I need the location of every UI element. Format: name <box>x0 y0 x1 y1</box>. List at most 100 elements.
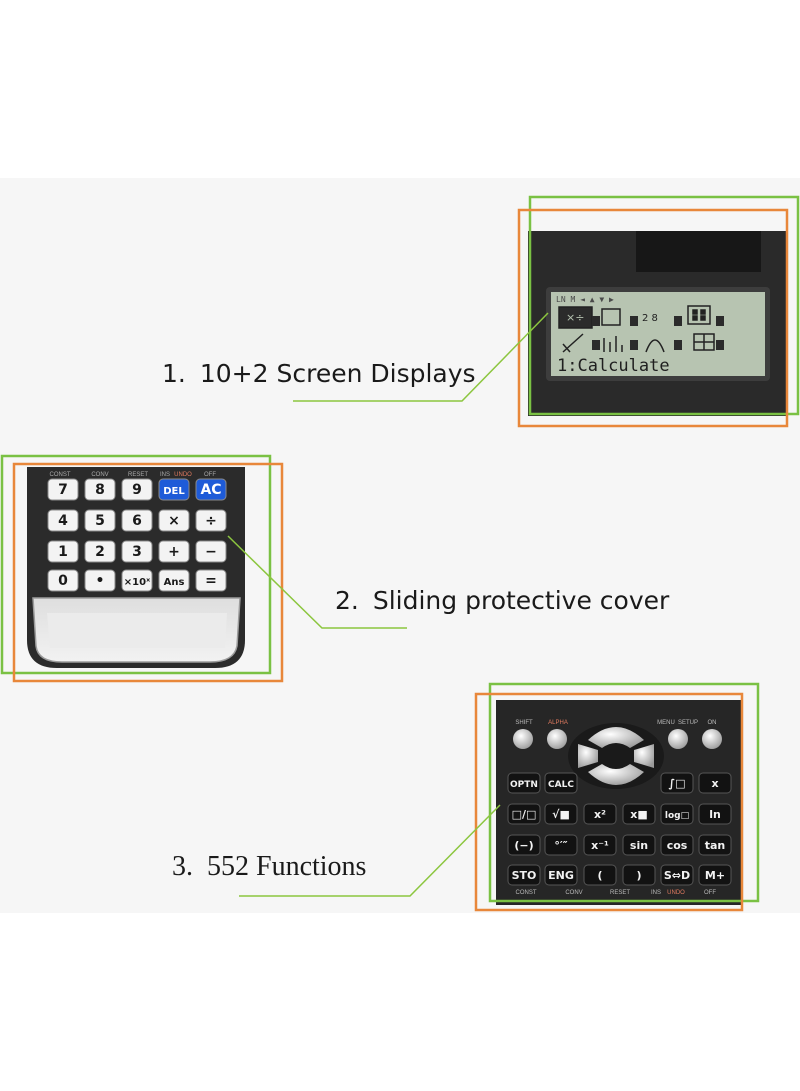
function-top-label: SHIFT <box>515 720 533 726</box>
cover-key-label: 8 <box>95 482 105 498</box>
function-key-label: ln <box>709 808 721 821</box>
cover-key <box>121 478 153 501</box>
feature-text: 10+2 Screen Displays <box>199 359 476 388</box>
function-bottom-label: INS <box>651 890 661 896</box>
cover-key <box>47 478 79 501</box>
cover-key-label: + <box>168 544 180 560</box>
cover-callout-line <box>227 535 407 629</box>
cover-key-label: × <box>168 513 180 529</box>
cover-key <box>195 509 227 532</box>
cover-key <box>121 509 153 532</box>
cover-key-label: 9 <box>132 482 142 498</box>
lcd-small-badges <box>592 316 724 350</box>
function-key <box>544 772 578 794</box>
function-key-label: °′″ <box>554 839 567 852</box>
screen-callout-line <box>293 312 549 402</box>
feature-number: 3. <box>172 851 193 882</box>
function-key <box>660 864 694 886</box>
function-top-label: ALPHA <box>548 720 568 726</box>
function-key <box>507 864 541 886</box>
feature-text: 552 Functions <box>207 851 367 882</box>
function-key-label: x <box>711 777 718 790</box>
function-key-label: ( <box>597 869 602 882</box>
cover-key-label: DEL <box>163 486 185 497</box>
function-key <box>698 864 732 886</box>
cover-key-label: ×10ˣ <box>124 577 151 588</box>
cover-key-label: 6 <box>132 513 142 529</box>
cover-key <box>47 569 79 592</box>
cover-top-label: INS <box>160 472 170 478</box>
cover-key-label: 3 <box>132 544 142 560</box>
cover-key <box>195 540 227 563</box>
dpad <box>568 723 664 789</box>
function-bottom-label: UNDO <box>667 890 685 896</box>
dpad-right-icon <box>634 744 654 768</box>
function-bottom-labels: CONST CONV RESET INS UNDO OFF <box>516 890 717 896</box>
function-key-label: M+ <box>705 869 725 882</box>
function-key <box>544 834 578 856</box>
function-round-buttons <box>513 729 722 749</box>
cover-key <box>195 569 227 592</box>
cover-key <box>158 569 190 592</box>
function-key <box>698 834 732 856</box>
function-key <box>660 834 694 856</box>
lcd-screen <box>551 292 765 376</box>
cover-key <box>158 478 190 501</box>
function-key <box>622 864 656 886</box>
cover-top-label: RESET <box>128 472 148 478</box>
feature-number: 2. <box>335 586 359 615</box>
cover-key <box>84 540 116 563</box>
function-key <box>583 803 617 825</box>
screen-photo: LN M ◄ ▲ ▼ ▶ ×÷ 2 8 <box>528 231 786 416</box>
function-orange-frame <box>474 692 744 912</box>
cover-key <box>195 478 227 501</box>
cover-green-frame <box>0 454 272 675</box>
feature-text: Sliding protective cover <box>372 586 670 615</box>
function-green-frame <box>488 682 760 903</box>
cover-key <box>84 569 116 592</box>
function-callout-line <box>239 804 501 897</box>
cover-key-label: 7 <box>58 482 68 498</box>
cover-top-label: OFF <box>204 472 216 478</box>
cover-key-label: − <box>205 544 217 560</box>
function-key-label: √■ <box>552 808 570 821</box>
cover-key-label: 0 <box>58 573 68 589</box>
cover-key-label: 1 <box>58 544 68 560</box>
cover-key <box>47 509 79 532</box>
cover-top-label: CONST <box>50 472 71 478</box>
cover-key-label: AC <box>200 482 221 498</box>
lcd-menu-line: 1:Calculate <box>557 356 670 376</box>
function-key-label: sin <box>630 839 648 852</box>
cover-key <box>158 540 190 563</box>
function-key <box>544 864 578 886</box>
function-top-label: MENU <box>657 720 675 726</box>
lcd-status-bar: LN M ◄ ▲ ▼ ▶ <box>556 295 614 304</box>
cover-key-label: 4 <box>58 513 68 529</box>
cover-key-label: • <box>96 573 105 589</box>
function-key-label: log□ <box>665 811 689 821</box>
cover-photo <box>27 467 245 668</box>
cover-top-label: CONV <box>91 472 108 478</box>
function-key-label: cos <box>667 839 688 852</box>
function-key <box>544 803 578 825</box>
function-bottom-label: RESET <box>610 890 630 896</box>
function-key-label: OPTN <box>510 780 538 790</box>
feature-label-screen: 1.10+2 Screen Displays <box>162 359 476 388</box>
cover-key-label: 5 <box>95 513 105 529</box>
cover-key <box>158 509 190 532</box>
function-bottom-label: CONST <box>516 890 537 896</box>
screen-orange-frame <box>517 208 789 428</box>
cover-key <box>47 540 79 563</box>
cover-keypad: CONST CONV RESET INS UNDO OFF <box>50 472 217 478</box>
function-key-label: S⇔D <box>664 869 690 882</box>
screen-green-frame <box>528 195 800 416</box>
function-key <box>583 834 617 856</box>
function-key-label: (−) <box>514 839 533 852</box>
function-key-label: ∫□ <box>668 777 685 790</box>
function-key-label: x⁻¹ <box>591 839 609 852</box>
function-key <box>622 803 656 825</box>
function-key <box>507 834 541 856</box>
